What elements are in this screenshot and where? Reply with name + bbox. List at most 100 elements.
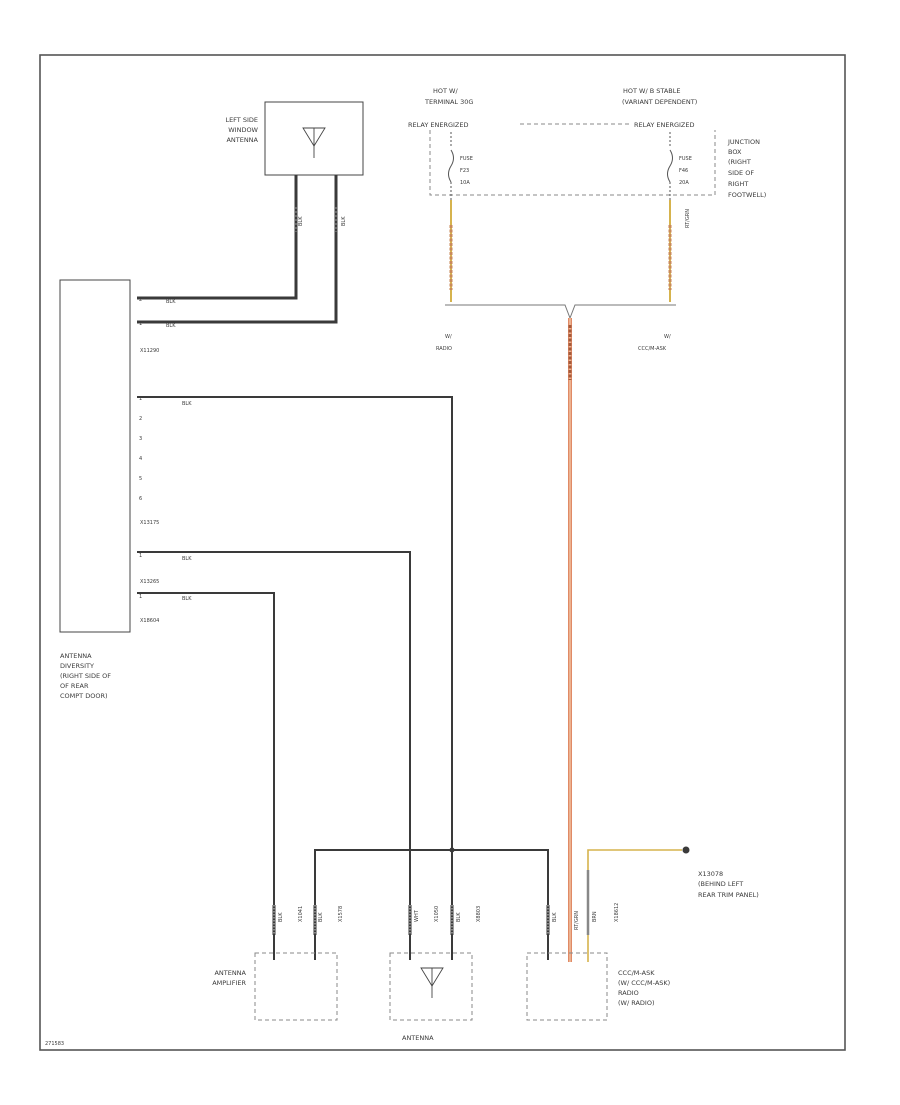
junction-box-label-2: BOX [728, 148, 742, 156]
ccc-radio-box [526, 952, 608, 1021]
power-left-label-2: TERMINAL 30G [424, 98, 473, 106]
diversity-pin-c1-a: 2 [139, 297, 142, 303]
diagram-border [39, 54, 846, 1051]
left-window-antenna: LEFT SIDE WINDOW ANTENNA BLK BLK [225, 101, 364, 226]
diversity-output-wires [137, 396, 549, 960]
fuse-f23-label-3: 10A [460, 180, 470, 186]
bottom-connector-marks [272, 870, 590, 935]
antenna-amplifier: ANTENNA AMPLIFIER BLK X1041 BLK X1578 [212, 906, 344, 1021]
left-window-antenna-wire-2: BLK [341, 216, 347, 226]
fuse-f46-label-3: 20A [679, 180, 689, 186]
ccc-radio: CCC/M-ASK (W/ CCC/M-ASK) RADIO (W/ RADIO… [526, 903, 670, 1021]
junction-box-label-4: SIDE OF [728, 169, 754, 177]
splice-point [449, 847, 455, 853]
junction-box-outline [429, 123, 716, 196]
junction-box-label-1: JUNCTION [727, 138, 760, 146]
amplifier-wire-1: BLK [278, 912, 284, 922]
junction-box-label-5: RIGHT [728, 180, 748, 188]
radio-wire-4: X18612 [614, 903, 620, 922]
antenna-amplifier-label-2: AMPLIFIER [212, 979, 246, 987]
diversity-pin-c3: 1 [139, 553, 142, 559]
antenna-diversity-label-1: ANTENNA [60, 652, 92, 660]
diversity-pin-c1-b: 1 [139, 321, 142, 327]
power-right-bottom-2: CCC/M-ASK [638, 346, 667, 352]
antenna-amplifier-label-1: ANTENNA [214, 969, 246, 977]
connector-x11290: X11290 [140, 348, 159, 354]
antenna-amplifier-box [254, 952, 338, 1021]
diversity-wire-c4: BLK [182, 596, 192, 602]
antenna-wire-3: BLK [456, 912, 462, 922]
antenna-icon [302, 127, 326, 158]
amplifier-wire-3: BLK [318, 912, 324, 922]
left-window-antenna-box [264, 101, 364, 176]
power-left-label-1: HOT W/ [433, 87, 458, 95]
radio-wire-1: BLK [552, 912, 558, 922]
antenna-component: ANTENNA WHT X1050 BLK X8803 [389, 906, 482, 1042]
ground-label-2: REAR TRIM PANEL) [698, 891, 759, 899]
left-window-antenna-label-2: WINDOW [228, 126, 258, 134]
antenna-diversity-label-4: OF REAR [60, 682, 89, 690]
power-right-label-2: (VARIANT DEPENDENT) [622, 98, 697, 106]
fuse-f46-label-1: FUSE [679, 156, 692, 162]
fuse-f46-label-2: F46 [679, 168, 688, 174]
left-window-antenna-label-3: ANTENNA [226, 136, 258, 144]
power-right-wire-color: RT/GRN [685, 209, 691, 228]
junction-box-label-3: (RIGHT [728, 158, 751, 166]
diversity-wire-c3: BLK [182, 556, 192, 562]
diversity-wire-top-a: BLK [166, 299, 176, 305]
fuse-f23 [448, 132, 454, 200]
antenna-box [389, 952, 473, 1021]
power-right-bottom-1: W/ [664, 334, 671, 340]
radio-wire-3: BRN [592, 911, 598, 922]
junction-box-label-6: FOOTWELL) [728, 191, 766, 199]
diversity-wire-top-b: BLK [166, 323, 176, 329]
antenna-icon [420, 967, 444, 998]
antenna-diversity-label-3: (RIGHT SIDE OF [60, 672, 111, 680]
power-merge-line [445, 304, 676, 320]
diversity-pin-c2-5: 5 [139, 476, 142, 482]
amplifier-wire-4: X1578 [338, 906, 344, 922]
diversity-pin-c4: 1 [139, 594, 142, 600]
ground-label-1: (BEHIND LEFT [698, 880, 743, 888]
diversity-pin-c2-3: 3 [139, 436, 142, 442]
power-right-label-1: HOT W/ B STABLE [623, 87, 680, 95]
fuse-f23-label-1: FUSE [460, 156, 473, 162]
antenna-wire-1: WHT [414, 909, 420, 922]
antenna-diversity: 2 1 BLK BLK X11290 1 2 3 4 5 6 BLK X1317… [59, 279, 192, 700]
antenna-wire-4: X8803 [476, 906, 482, 922]
power-left-bottom-1: W/ [445, 334, 452, 340]
diversity-pin-c2-1: 1 [139, 396, 142, 402]
antenna-diversity-label-5: COMPT DOOR) [60, 692, 108, 700]
power-right-label-3: RELAY ENERGIZED [634, 121, 694, 129]
ground-id: X13078 [698, 870, 723, 878]
diversity-pin-c2-2: 2 [139, 416, 142, 422]
power-left-bottom-2: RADIO [436, 346, 452, 352]
amplifier-wire-2: X1041 [298, 906, 304, 922]
ccc-radio-label-1: CCC/M-ASK [618, 969, 655, 977]
connector-x13265: X13265 [140, 579, 159, 585]
diagram-id: 271583 [45, 1041, 64, 1047]
fuse-f46 [667, 132, 673, 200]
left-window-antenna-wire-1: BLK [298, 216, 304, 226]
radio-wire-2: RT/GRN [574, 911, 580, 930]
ccc-radio-label-3: RADIO [618, 989, 639, 997]
power-left-label-3: RELAY ENERGIZED [408, 121, 468, 129]
diversity-pin-c2-4: 4 [139, 456, 142, 462]
diversity-pin-c2-6: 6 [139, 496, 142, 502]
left-window-antenna-label-1: LEFT SIDE [225, 116, 258, 124]
fuse-f23-label-2: F23 [460, 168, 469, 174]
power-sources: HOT W/ TERMINAL 30G RELAY ENERGIZED HOT … [408, 87, 766, 352]
antenna-wire-2: X1050 [434, 906, 440, 922]
connector-x18604: X18604 [140, 618, 159, 624]
antenna-label: ANTENNA [402, 1034, 434, 1042]
connector-x13175: X13175 [140, 520, 159, 526]
diversity-wire-c2: BLK [182, 401, 192, 407]
ccc-radio-label-2: (W/ CCC/M-ASK) [618, 979, 670, 987]
ground-point-icon [682, 846, 690, 854]
bottom-connector-hatch [273, 905, 549, 935]
antenna-diversity-label-2: DIVERSITY [60, 662, 94, 670]
ccc-radio-label-4: (W/ RADIO) [618, 999, 655, 1007]
antenna-diversity-box [59, 279, 131, 633]
